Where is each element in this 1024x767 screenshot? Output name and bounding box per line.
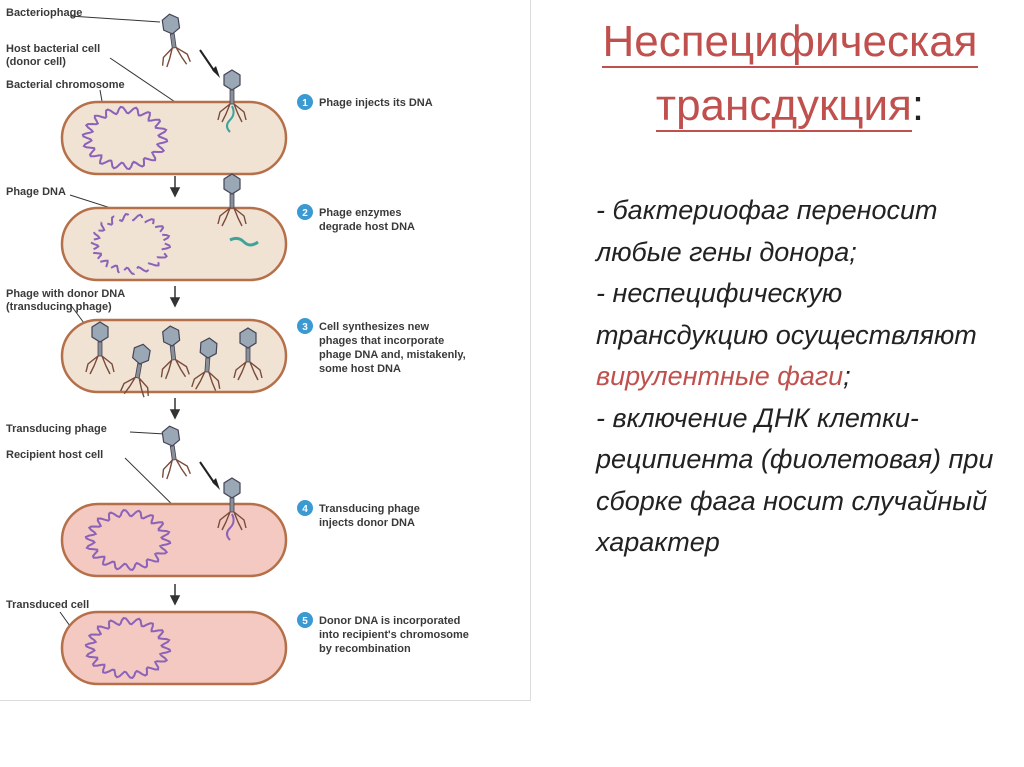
bacterial-cell-5 [60,610,288,686]
arrow-phage-attach-2 [199,461,216,485]
down-arrow-4 [169,584,181,606]
label-phage-with-donor-dna: Phage with donor DNA [6,288,125,300]
degraded-host-dna-ring [88,213,172,275]
step-1-text-line-1: Phage injects its DNA [319,97,433,109]
step-5: 5 Donor DNA is incorporated into recipient… [297,612,469,655]
step-3-number: 3 [302,322,308,333]
step-2-number: 2 [302,208,308,219]
step-4-text-line-1: Transducing phage [319,503,420,515]
bacterial-cell-1 [60,100,288,176]
step-4: 4 Transducing phage injects donor DNA [297,500,420,529]
bullet-2-end: ; [843,361,851,391]
step-5-text-line-2: into recipient's chromosome [319,629,469,641]
bacterial-cell-4 [60,502,288,578]
step-4-number: 4 [302,504,308,515]
phage-incoming-1 [154,11,192,69]
down-arrow-1 [169,176,181,198]
step-2: 2 Phage enzymes degrade host DNA [297,204,415,233]
title-line-2: трансдукция [655,81,912,132]
phage-dna-injected [226,105,235,133]
transducing-phage-incoming [154,423,192,481]
step-3: 3 Cell synthesizes new phages that incorpo… [297,318,466,375]
label-phage-dna: Phage DNA [6,186,66,198]
phage-dna-inside [229,236,259,247]
step-3-text-line-3: phage DNA and, mistakenly, [319,349,466,361]
label-transducing-phage: Transducing phage [6,423,107,435]
step-5-badge [297,612,313,628]
label-bacteriophage: Bacteriophage [6,7,82,19]
bullet-3: - включение ДНК клетки-реципиента (фиоле… [596,402,994,558]
transduction-figure: Bacteriophage Host bacterial cell (donor… [0,0,531,701]
label-transduced-cell: Transduced cell [6,599,89,611]
arrow-phage-attach-1 [199,49,216,73]
bullet-2-text: - неспецифическую трансдукцию осуществля… [596,278,977,350]
step-4-badge [297,500,313,516]
step-2-badge [297,204,313,220]
step-3-text-line-2: phages that incorporate [319,335,444,347]
title-colon: : [911,81,925,130]
step-5-text-line-3: by recombination [319,643,411,655]
label-host-cell: Host bacterial cell [6,43,100,55]
step-2-text-line-2: degrade host DNA [319,221,415,233]
slide-body: - бактериофаг переносит любые гены донор… [596,190,1016,564]
down-arrow-3 [169,398,181,420]
label-bacterial-chromosome: Bacterial chromosome [6,79,125,91]
virulent-phages-highlight: вирулентные фаги [596,361,844,391]
bullet-2: - неспецифическую трансдукцию осуществля… [596,273,1016,398]
label-recipient-host-cell: Recipient host cell [6,449,103,461]
step-3-text-line-1: Cell synthesizes new [319,321,429,333]
bullet-1: - бактериофаг переносит любые гены донор… [596,195,938,267]
transduced-chromosome-ring [84,617,172,679]
bacterial-cell-2 [60,206,288,282]
step-1: 1 Phage injects its DNA [297,94,433,110]
step-3-text-line-4: some host DNA [319,363,401,375]
step-4-text-line-2: injects donor DNA [319,517,415,529]
label-donor-cell: (donor cell) [6,56,66,68]
step-5-number: 5 [302,616,308,627]
step-1-number: 1 [302,98,308,109]
down-arrow-2 [169,286,181,308]
label-transducing-phage-paren: (transducing phage) [6,301,112,313]
donor-dna-injected [226,513,235,541]
slide-title: Неспецифическая трансдукция: [560,10,1020,138]
step-3-badge [297,318,313,334]
bacterial-chromosome-ring [81,105,169,171]
recipient-chromosome-ring [84,509,172,571]
title-line-1: Неспецифическая [602,17,978,68]
step-1-badge [297,94,313,110]
step-5-text-line-1: Donor DNA is incorporated [319,615,460,627]
step-2-text-line-1: Phage enzymes [319,207,402,219]
